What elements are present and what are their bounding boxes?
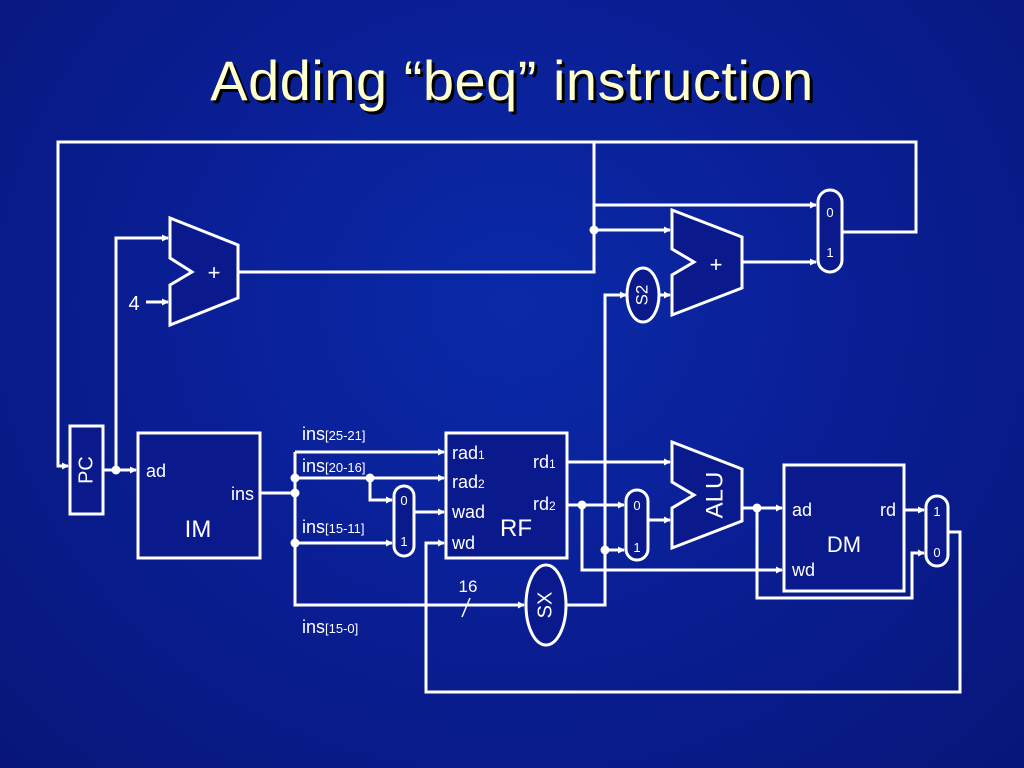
branch-mux-in1: 1 — [826, 245, 833, 260]
wire-rd2-to-dm — [580, 505, 783, 574]
instruction-memory: ad ins IM — [136, 431, 262, 560]
wb-mux-in1: 0 — [933, 545, 940, 560]
im-port-ins: ins — [231, 484, 254, 504]
wire-pc-to-adder — [114, 234, 169, 470]
wad-mux: 0 1 — [392, 484, 416, 558]
wad-mux-in1: 1 — [400, 534, 407, 549]
wire-alu-bypass — [755, 508, 925, 600]
junction-dot — [752, 503, 762, 513]
branch-adder-symbol: + — [710, 252, 723, 277]
im-port-ad: ad — [146, 461, 166, 481]
field-rt-label: ins[20-16] — [302, 456, 366, 476]
pc-adder-symbol: + — [208, 260, 221, 285]
wire-writeback — [424, 530, 962, 694]
wad-mux-in0: 0 — [400, 493, 407, 508]
alu: ALU — [670, 439, 744, 551]
im-name: IM — [185, 516, 212, 543]
rf-port-rd1: rd1 — [533, 452, 556, 472]
wire-sx-out — [566, 291, 627, 607]
branch-mux-in0: 0 — [826, 205, 833, 220]
sx-label: SX — [534, 592, 556, 619]
data-memory: ad rd DM wd — [782, 463, 906, 593]
pc-adder: + — [168, 215, 240, 328]
wire-pc-plus4 — [238, 142, 596, 274]
junction-dot — [600, 545, 610, 555]
junction-dot — [290, 488, 300, 498]
dm-name: DM — [827, 532, 861, 557]
alu-label: ALU — [701, 472, 728, 519]
shift-left-2: S2 — [625, 266, 661, 324]
pc-register: PC — [68, 424, 105, 516]
shifter-label: S2 — [632, 285, 651, 306]
pc-label: PC — [75, 456, 97, 484]
register-file: rad1 rad2 wad wd rd1 rd2 RF — [444, 431, 569, 560]
dm-port-wd: wd — [791, 560, 815, 580]
width-slash — [461, 597, 471, 618]
junction-dot — [365, 473, 375, 483]
rf-port-rad1: rad1 — [452, 443, 485, 463]
dm-port-ad: ad — [792, 500, 812, 520]
branch-mux: 0 1 — [816, 188, 844, 274]
alu-mux-in0: 0 — [633, 498, 640, 513]
wb-mux-in0: 1 — [933, 504, 940, 519]
rf-port-rad2: rad2 — [452, 472, 485, 492]
sign-extend: SX — [524, 563, 568, 647]
rf-name: RF — [500, 515, 532, 542]
rf-port-wad: wad — [451, 502, 485, 522]
const-four: 4 — [128, 293, 139, 315]
rf-port-rd2: rd2 — [533, 494, 556, 514]
dm-port-rd: rd — [880, 500, 896, 520]
field-rd-label: ins[15-11] — [302, 517, 365, 537]
junction-dot — [290, 538, 300, 548]
alu-mux: 0 1 — [624, 488, 650, 562]
writeback-mux: 1 0 — [924, 494, 950, 568]
junction-dot — [589, 225, 599, 235]
wire-ins-vertical — [293, 452, 525, 609]
slide-title: Adding “beq” instruction — [210, 49, 814, 112]
junction-dot — [290, 473, 300, 483]
junction-dot — [577, 500, 587, 510]
field-imm-label: ins[15-0] — [302, 617, 358, 637]
junction-dot — [111, 465, 121, 475]
junctions — [111, 225, 762, 555]
alu-mux-in1: 1 — [633, 540, 640, 555]
field-rs-label: ins[25-21] — [302, 424, 366, 444]
sx-width-label: 16 — [459, 577, 478, 596]
field-labels: ins[25-21] ins[20-16] ins[15-11] ins[15-… — [302, 424, 366, 637]
wire-next-pc — [56, 140, 918, 470]
branch-adder: + — [670, 207, 744, 318]
rf-port-wd: wd — [451, 533, 475, 553]
wire-rt-to-mux — [368, 478, 393, 504]
